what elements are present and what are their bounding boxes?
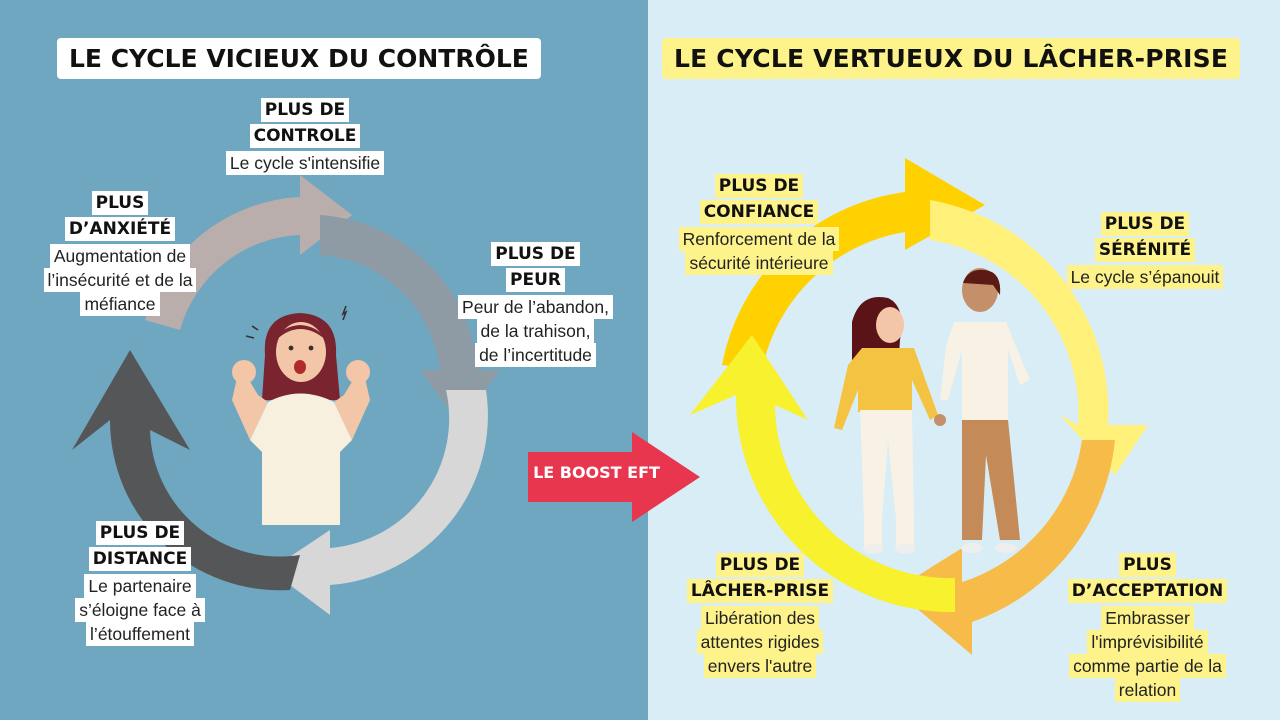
left-title: LE CYCLE VICIEUX DU CONTRÔLE — [57, 38, 541, 79]
step-desc: Peur de l’abandon,de la trahison,de l’in… — [458, 295, 613, 367]
vicious-cycle-arrows — [72, 175, 500, 615]
anxious-woman-illustration — [232, 305, 370, 525]
boost-eft-arrow — [528, 432, 700, 522]
arrow-top — [145, 175, 352, 330]
arrow-right-yellow — [930, 200, 1148, 475]
arrow-right — [320, 215, 500, 425]
virtuous-cycle-arrows — [690, 158, 1148, 655]
step-desc: Le cycle s'intensifie — [225, 151, 385, 175]
arrow-left-yellow — [690, 335, 955, 613]
arrow-left — [72, 350, 300, 591]
boost-eft-label: LE BOOST EFT — [533, 463, 660, 482]
step-desc: Le cycle s’épanouit — [1066, 265, 1224, 289]
arrow-top-yellow — [722, 158, 985, 370]
arrow-bottom — [270, 390, 488, 615]
right-title: LE CYCLE VERTUEUX DU LÂCHER-PRISE — [662, 38, 1241, 79]
couple-illustration — [834, 268, 1030, 554]
